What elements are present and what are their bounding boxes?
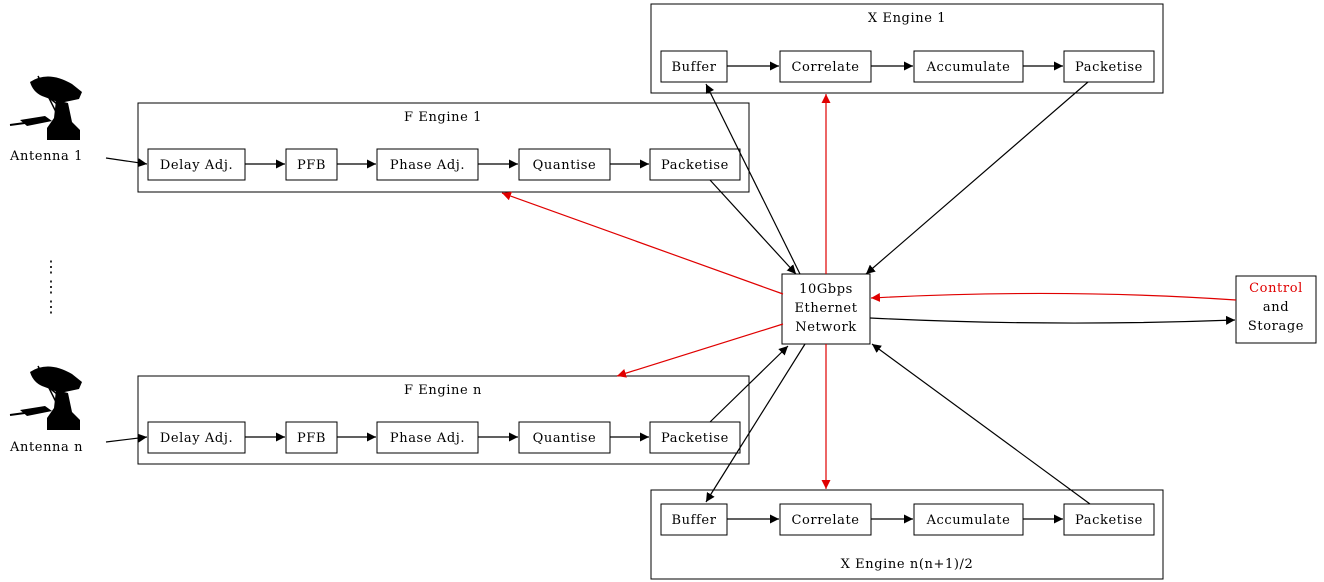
- network-line-1: 10Gbps: [799, 282, 853, 297]
- fn-packetise-label: Packetise: [661, 431, 729, 446]
- fn-pfb-label: PFB: [297, 431, 326, 446]
- fn-pfb-block: [285, 421, 338, 454]
- data-connectors: [105, 61, 1236, 524]
- x1-packetise-block: [1063, 50, 1155, 83]
- satellite-dish-icon: [9, 75, 82, 140]
- f1-quantise-label: Quantise: [533, 158, 597, 173]
- x1-buffer-block: [660, 50, 728, 83]
- control-box: [1235, 275, 1317, 344]
- xn-correlate-label: Correlate: [791, 513, 859, 528]
- fn-delay-adj-block: [147, 421, 246, 454]
- xn-accumulate-block: [913, 503, 1024, 536]
- arrow-f1-packetise-to-network: [709, 179, 797, 275]
- f1-phase-adj-label: Phase Adj.: [390, 158, 465, 173]
- ethernet-network: 10Gbps Ethernet Network: [781, 273, 871, 345]
- control-arrow-to-f-engine-1: [501, 191, 784, 295]
- f1-phase-adj-block: [376, 148, 479, 181]
- f-engine-n-title: F Engine n: [404, 383, 482, 398]
- network-line-3: Network: [795, 320, 857, 335]
- fn-phase-adj-block: [376, 421, 479, 454]
- arrow-fn-packetise-to-network: [709, 345, 789, 423]
- f-engine-1: F Engine 1 Delay Adj. PFB Phase Adj. Qua…: [137, 102, 750, 193]
- fn-quantise-label: Quantise: [533, 431, 597, 446]
- f1-packetise-block: [649, 148, 741, 181]
- antenna-n-label: Antenna n: [9, 440, 83, 455]
- control-arrow-storage-to-network: [870, 292, 1237, 303]
- arrow-xn-packetise-to-network: [871, 343, 1091, 505]
- arrow-antenna1-to-delay: [105, 157, 148, 168]
- control-line-2: and: [1263, 300, 1289, 315]
- antenna-ellipsis-3: ⋮: [43, 297, 60, 316]
- x-engine-1: X Engine 1 Buffer Correlate Accumulate P…: [650, 3, 1164, 94]
- x1-buffer-label: Buffer: [671, 60, 716, 75]
- satellite-dish-icon: [9, 365, 82, 430]
- control-storage: Control and Storage: [1235, 275, 1317, 344]
- control-line-3: Storage: [1248, 319, 1304, 334]
- arrow-network-to-x1-buffer: [705, 83, 801, 275]
- f1-delay-adj-label: Delay Adj.: [160, 158, 233, 173]
- x1-correlate-label: Correlate: [791, 60, 859, 75]
- arrow-antennan-to-delay: [105, 433, 148, 443]
- antenna-ellipsis: ⋮: [43, 257, 60, 276]
- antenna-n: Antenna n: [9, 365, 83, 455]
- antenna-1-label: Antenna 1: [9, 149, 83, 164]
- control-connectors: [501, 94, 1237, 489]
- antenna-1: Antenna 1: [9, 75, 83, 164]
- fn-quantise-block: [518, 421, 611, 454]
- arrow-network-to-xn-buffer: [705, 343, 806, 503]
- f1-pfb-label: PFB: [297, 158, 326, 173]
- xn-buffer-label: Buffer: [671, 513, 716, 528]
- f-engine-1-title: F Engine 1: [404, 110, 482, 125]
- x-engine-1-title: X Engine 1: [868, 11, 946, 26]
- control-line-1: Control: [1249, 281, 1303, 296]
- arrow-network-to-storage: [869, 315, 1236, 325]
- network-box: [781, 273, 871, 345]
- control-arrow-to-f-engine-n: [616, 323, 784, 378]
- fn-packetise-block: [649, 421, 741, 454]
- network-line-2: Ethernet: [794, 301, 857, 316]
- f1-packetise-label: Packetise: [661, 158, 729, 173]
- antenna-ellipsis-2: ⋮: [43, 277, 60, 296]
- x1-packetise-label: Packetise: [1075, 60, 1143, 75]
- fn-delay-adj-label: Delay Adj.: [160, 431, 233, 446]
- xn-packetise-label: Packetise: [1075, 513, 1143, 528]
- arrow-x1-packetise-to-network: [865, 81, 1089, 275]
- x-engine-last: X Engine n(n+1)/2 Buffer Correlate Accum…: [650, 489, 1164, 580]
- f1-quantise-block: [518, 148, 611, 181]
- x1-accumulate-label: Accumulate: [926, 60, 1011, 75]
- f-engine-n: F Engine n Delay Adj. PFB Phase Adj. Qua…: [137, 375, 750, 465]
- x-engine-last-title: X Engine n(n+1)/2: [841, 557, 974, 572]
- xn-packetise-block: [1063, 503, 1155, 536]
- xn-accumulate-label: Accumulate: [926, 513, 1011, 528]
- fn-phase-adj-label: Phase Adj.: [390, 431, 465, 446]
